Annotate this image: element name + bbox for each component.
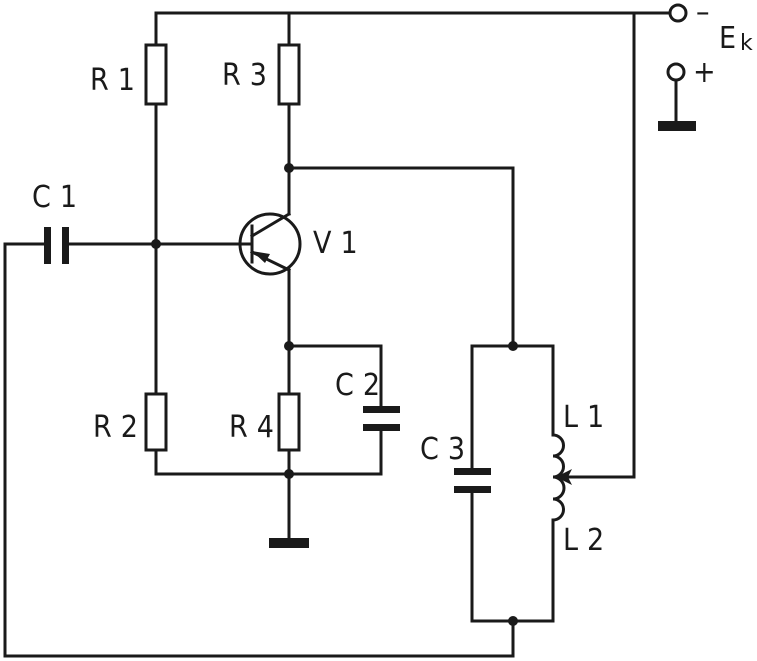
resistor-r4 xyxy=(277,392,301,452)
resistor-r1 xyxy=(144,43,168,106)
label-c3: C3 xyxy=(420,432,474,467)
transistor-collector xyxy=(249,211,292,239)
inductor-coil xyxy=(551,433,566,522)
label-v1: V1 xyxy=(313,226,367,261)
label-r2: R2 xyxy=(93,410,147,445)
capacitor-c2 xyxy=(363,406,400,431)
label-r1: R1 xyxy=(90,63,144,98)
junction-collector xyxy=(284,163,294,173)
label-c2: C2 xyxy=(335,368,389,403)
terminal-positive xyxy=(666,62,686,82)
label-c1: C1 xyxy=(32,180,86,215)
label-l1: L1 xyxy=(563,400,613,435)
resistor-r3 xyxy=(277,43,301,106)
label-plus: + xyxy=(693,55,725,90)
supply-ground-symbol xyxy=(658,121,696,131)
tap-arrow-icon xyxy=(556,469,572,485)
junctions xyxy=(151,163,518,626)
inductor-l1-l2 xyxy=(551,433,572,522)
capacitor-c3 xyxy=(454,468,491,493)
junction-tank-bottom xyxy=(508,616,518,626)
label-minus: – xyxy=(696,0,719,30)
label-r3: R3 xyxy=(222,58,276,93)
terminal-negative xyxy=(668,3,688,23)
label-l2: L2 xyxy=(563,523,613,558)
label-supply-k: k xyxy=(740,31,753,56)
resistor-r2 xyxy=(144,392,168,452)
wires xyxy=(3,11,678,658)
capacitor-c1 xyxy=(44,227,69,264)
label-supply-e: E xyxy=(719,21,745,56)
junction-tank-top xyxy=(508,341,518,351)
junction-emitter xyxy=(284,341,294,351)
junction-ground xyxy=(284,469,294,479)
emitter-arrow-icon xyxy=(252,251,270,263)
junction-base xyxy=(151,239,161,249)
ground-symbol xyxy=(269,538,309,548)
label-r4: R4 xyxy=(229,410,283,445)
transistor-v1 xyxy=(236,211,302,276)
